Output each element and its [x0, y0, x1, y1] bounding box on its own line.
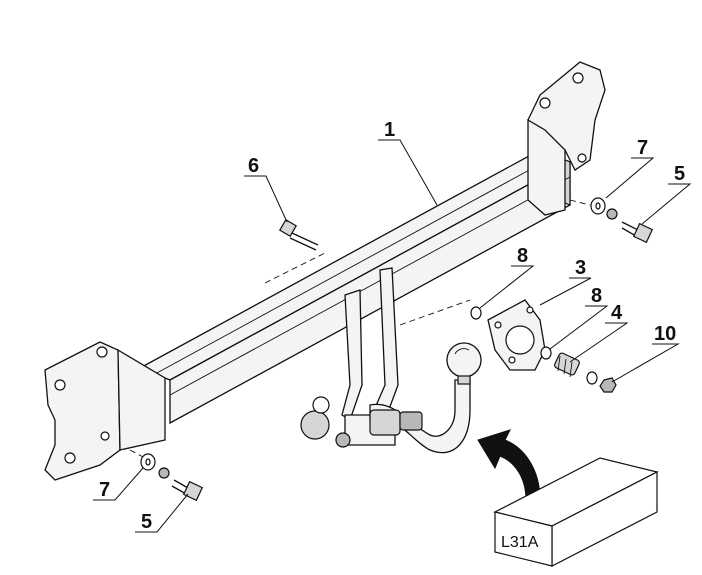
leader-4: [569, 322, 629, 363]
left-bolt-part-5: [171, 479, 204, 502]
label-part-8-top: 8: [517, 245, 528, 267]
assembly-line: [264, 252, 326, 284]
label-part-5-right: 5: [674, 163, 685, 185]
right-washer-part-7: [590, 197, 618, 220]
right-bracket: [527, 61, 606, 216]
leader-7-right: [605, 157, 655, 199]
label-part-6: 6: [248, 155, 259, 177]
washer-part-8-top: [470, 306, 482, 320]
assembly-line: [399, 299, 471, 326]
label-part-7-right: 7: [637, 137, 648, 159]
leader-6: [244, 175, 288, 223]
nut-part-10: [599, 377, 617, 393]
bolt-part-6: [278, 218, 319, 251]
package-code: L31A: [501, 534, 539, 551]
label-part-4: 4: [611, 302, 623, 324]
left-washer-part-7: [140, 453, 170, 479]
bracket-hole: [539, 97, 551, 109]
leader-5-left: [135, 493, 189, 533]
leader-7-left: [93, 467, 144, 501]
leader-1: [378, 139, 438, 206]
right-bolt-part-5: [621, 221, 654, 244]
label-part-5-left: 5: [141, 511, 152, 533]
leader-8-top: [479, 265, 535, 309]
package-box: L31A: [493, 457, 659, 567]
label-part-3: 3: [575, 257, 586, 279]
bracket-hole: [577, 153, 587, 163]
label-part-10: 10: [654, 323, 676, 345]
curved-arrow-icon: [477, 429, 541, 501]
leader-5-right: [641, 183, 692, 225]
hitch-arm: [300, 267, 482, 454]
spring-part-4: [554, 352, 598, 385]
bracket-hole: [572, 72, 584, 84]
tow-ball: [446, 342, 482, 378]
locking-knob: [300, 410, 330, 440]
bracket-hole: [64, 452, 76, 464]
label-part-7-left: 7: [99, 479, 110, 501]
bracket-hole: [100, 431, 110, 441]
bracket-hole: [54, 379, 66, 391]
assembly-line: [569, 199, 591, 206]
leader-8-mid: [549, 305, 609, 350]
leader-3: [539, 277, 592, 306]
left-bracket: [44, 341, 166, 481]
label-part-8-mid: 8: [591, 285, 602, 307]
label-part-1: 1: [384, 119, 395, 141]
bracket-hole: [96, 346, 108, 358]
leader-10: [611, 343, 680, 383]
washer-part-8-mid: [540, 346, 552, 360]
socket-plate: [487, 299, 546, 371]
